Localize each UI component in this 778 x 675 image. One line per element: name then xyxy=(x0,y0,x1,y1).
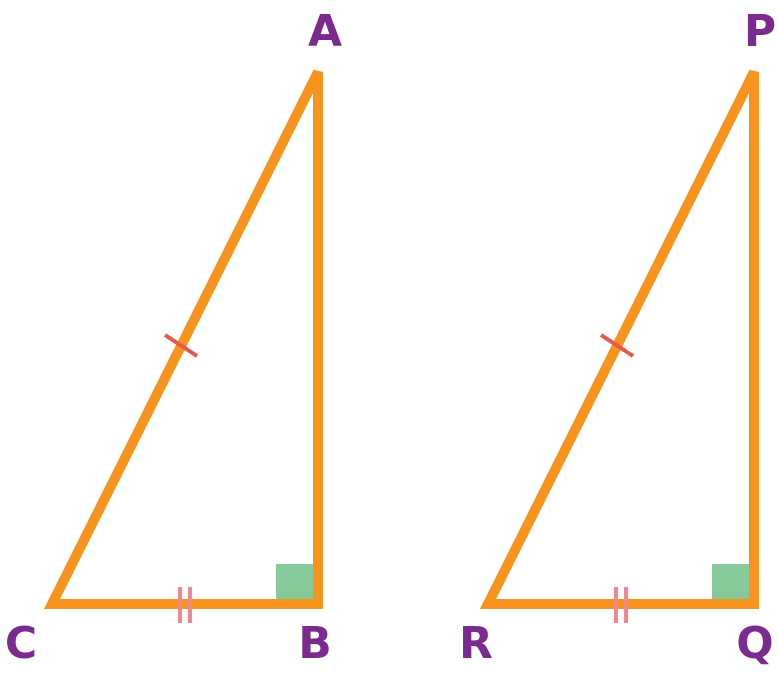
right-angle-marker-q xyxy=(712,564,750,602)
vertex-label-p: P xyxy=(744,6,776,57)
vertex-label-q: Q xyxy=(736,618,773,669)
right-angle-marker-b xyxy=(276,564,314,602)
vertex-label-c: C xyxy=(5,618,37,669)
hypotenuse-tick-pr xyxy=(599,333,635,358)
triangle-pqr-outline xyxy=(479,69,759,609)
triangle-pqr: P R Q xyxy=(459,6,776,669)
vertex-label-a: A xyxy=(308,6,342,57)
vertex-label-b: B xyxy=(298,618,332,669)
vertex-label-r: R xyxy=(459,618,493,669)
triangle-abc-outline xyxy=(43,69,323,609)
hypotenuse-tick-ac xyxy=(163,333,199,358)
triangle-abc: A C B xyxy=(5,6,342,669)
